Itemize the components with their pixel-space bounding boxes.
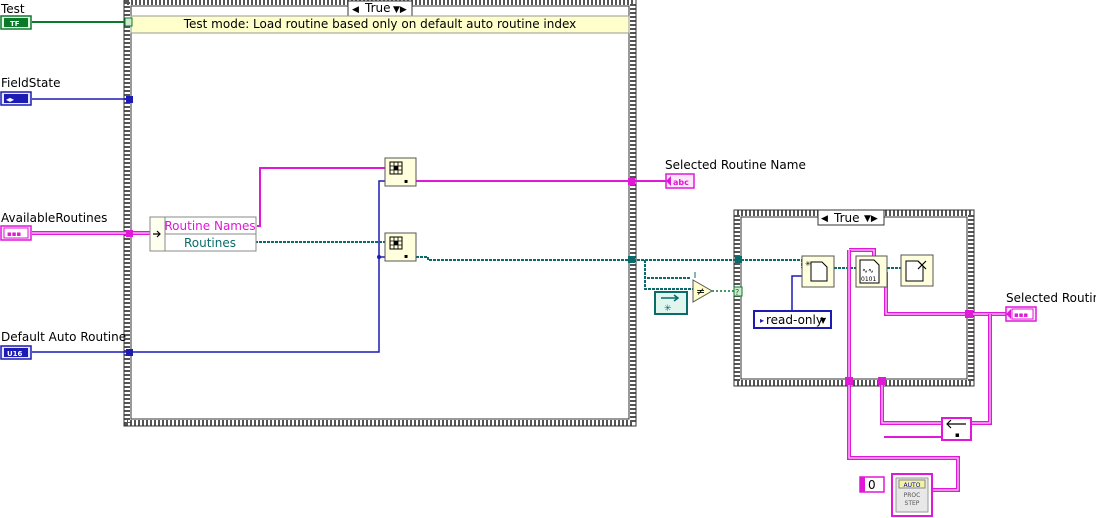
unbundle-by-name[interactable]: Routine Names Routines <box>149 216 257 252</box>
unbundle-field-routine-names[interactable]: Routine Names <box>164 219 255 233</box>
index-array-routines[interactable]: ▪ <box>384 232 417 262</box>
cluster-icon: ▪▪▪ <box>7 230 21 238</box>
svg-text:✳: ✳ <box>664 304 672 314</box>
selected-routine-name-label: Selected Routine Name <box>665 158 806 172</box>
chevron-down-icon[interactable]: ▼ <box>820 316 827 325</box>
right-case-selector-terminal <box>733 286 743 297</box>
enum-left-icon: ▸ <box>760 316 764 325</box>
available-routines-label: AvailableRoutines <box>1 211 107 225</box>
case-selector-terminal <box>124 17 133 27</box>
right-case-tunnel-left <box>845 377 853 385</box>
refnum-constant[interactable]: ✳ <box>654 291 688 315</box>
open-file-icon: ✳ <box>805 260 828 282</box>
right-case-refnum-tunnel <box>735 256 742 263</box>
main-case-selector[interactable]: ◀ True ▼▶ <box>347 0 413 17</box>
not-equal-node[interactable]: ≠ <box>692 279 713 303</box>
proc-step-line1: AUTO <box>904 482 921 489</box>
svg-text:∿∿: ∿∿ <box>862 267 874 275</box>
proc-step-line2: PROC <box>904 492 921 499</box>
default-auto-routine-tunnel <box>126 349 133 356</box>
read-only-wire[interactable] <box>791 275 802 312</box>
available-routines-terminal[interactable]: AvailableRoutines ▪▪▪ <box>0 211 107 241</box>
available-routines-tunnel <box>126 230 133 237</box>
selector-left-arrow-icon[interactable]: ◀ <box>821 214 828 224</box>
svg-text:✳: ✳ <box>805 260 811 268</box>
field-state-label: FieldState <box>1 76 60 90</box>
index-array-icon: ▪ <box>389 161 408 185</box>
proc-step-line3: STEP <box>905 500 920 507</box>
routine-names-wire[interactable] <box>257 167 385 227</box>
unbundle-field-routines[interactable]: Routines <box>184 236 236 250</box>
index-array-icon: ▪ <box>389 236 408 260</box>
not-equal-input-wire[interactable] <box>644 260 695 290</box>
default-auto-routine-terminal[interactable]: Default Auto Routine U16 <box>0 330 126 360</box>
selected-routine-terminal[interactable]: Selected Routine ▪▪▪ <box>1005 291 1096 322</box>
default-auto-routine-label: Default Auto Routine <box>1 330 126 344</box>
svg-text:▪: ▪ <box>955 431 960 439</box>
open-file-node[interactable]: ✳ <box>801 255 835 288</box>
default-auto-routine-wire[interactable] <box>32 256 385 353</box>
right-case-structure[interactable] <box>733 209 975 387</box>
constant-zero-value: 0 <box>868 478 876 492</box>
case-question-icon: ? <box>735 288 739 297</box>
right-case-tunnel-out <box>965 310 973 318</box>
selected-name-tunnel <box>628 178 635 185</box>
main-case-comment: Test mode: Load routine based only on de… <box>130 15 630 34</box>
unbundle-arrow-icon <box>153 230 161 238</box>
not-equal-icon: ≠ <box>696 285 705 298</box>
selector-left-arrow-icon[interactable]: ◀ <box>352 5 359 15</box>
selected-routine-name-terminal[interactable]: Selected Routine Name abc <box>665 158 806 189</box>
routine-refnum-tunnel <box>628 256 635 263</box>
refnum-constant-icon: ✳ <box>661 294 680 314</box>
right-case-tunnel-mid <box>878 377 886 385</box>
field-state-terminal[interactable]: FieldState ◂▸ <box>0 76 60 106</box>
read-only-enum[interactable]: ▸ read-only ▼ <box>753 310 832 329</box>
selected-routine-label: Selected Routine <box>1006 291 1096 305</box>
constant-zero[interactable]: 0 <box>859 476 885 493</box>
routine-refnum-wire[interactable] <box>416 256 803 268</box>
index-array-names[interactable]: ▪ <box>384 157 417 187</box>
right-case-selector[interactable]: ◀ True ▼▶ <box>817 209 885 226</box>
close-file-node[interactable] <box>900 254 934 287</box>
test-terminal[interactable]: Test TF <box>0 2 32 30</box>
svg-text:0101: 0101 <box>861 276 876 283</box>
comment-text: Test mode: Load routine based only on de… <box>183 17 577 31</box>
auto-proc-step-constant[interactable]: AUTO PROC STEP <box>891 473 933 517</box>
field-state-tunnel <box>126 96 133 103</box>
read-binary-node[interactable]: ∿∿ 0101 <box>855 255 888 288</box>
test-label: Test <box>0 2 25 16</box>
test-type-label: TF <box>10 20 20 28</box>
selector-dropdown-icon[interactable]: ▼▶ <box>393 5 407 15</box>
read-binary-file-icon: ∿∿ 0101 <box>859 259 880 284</box>
main-case-structure[interactable] <box>123 0 637 427</box>
svg-text:▪: ▪ <box>404 253 408 260</box>
enum-arrows-icon: ◂▸ <box>6 95 14 104</box>
cluster-icon: ▪▪▪ <box>1014 311 1028 319</box>
main-case-selector-value: True <box>364 1 391 15</box>
read-only-value: read-only <box>766 313 823 327</box>
bundle-replace-node[interactable]: ▪ <box>941 417 972 441</box>
u16-type-label: U16 <box>7 350 23 358</box>
selector-dropdown-icon[interactable]: ▼▶ <box>864 214 878 224</box>
svg-text:▪: ▪ <box>404 178 408 185</box>
right-case-selector-value: True <box>833 211 860 225</box>
string-type-label: abc <box>673 178 689 187</box>
bundle-replace-icon <box>946 419 966 429</box>
close-file-icon <box>905 260 927 282</box>
